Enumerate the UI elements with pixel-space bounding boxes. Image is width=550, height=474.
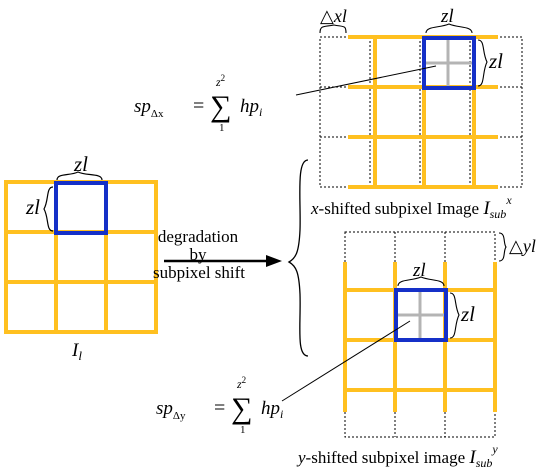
y-zl-top: zl: [412, 260, 426, 281]
y-delta-bracket: [498, 232, 507, 262]
left-highlight-pixel: [54, 181, 108, 235]
arrow-label-line1: degradation: [158, 227, 239, 246]
x-formula-lhs: spΔx: [134, 96, 164, 120]
x-top-brace: [425, 23, 473, 34]
y-zl-side: zl: [460, 302, 475, 326]
x-formula: spΔx = ∑ z2 1 hpi: [134, 73, 262, 134]
left-image-label: Il: [71, 340, 82, 363]
y-side-brace: [449, 292, 460, 339]
x-formula-sigma: ∑: [210, 90, 231, 123]
x-pointer-line: [295, 65, 437, 96]
left-top-brace: [56, 171, 103, 181]
x-zl-side: zl: [488, 49, 503, 73]
big-brace: [287, 159, 309, 357]
x-formula-term: hpi: [240, 96, 262, 119]
y-formula-lhs: spΔy: [156, 398, 186, 422]
y-formula-equals: =: [214, 397, 225, 419]
y-top-brace: [397, 276, 445, 287]
x-side-brace: [477, 39, 488, 87]
left-grid: [4, 180, 158, 334]
x-highlight-pixel: [422, 36, 476, 90]
y-delta-label: △yl: [509, 236, 536, 256]
arrow-label-line2: by: [190, 245, 208, 264]
x-shift-grid: [319, 35, 523, 189]
y-formula-sigma: ∑: [231, 392, 252, 425]
y-formula: spΔy = ∑ z2 1 hpi: [156, 375, 283, 436]
x-delta-bracket: [319, 24, 347, 34]
y-formula-term: hpi: [261, 398, 283, 421]
y-highlight-pixel: [394, 288, 448, 342]
x-formula-upper: z2: [215, 73, 225, 89]
x-caption: x-shifted subpixel Image Isubx: [310, 193, 512, 221]
left-zl-side: zl: [25, 195, 40, 219]
x-zl-top: zl: [440, 6, 454, 27]
y-pointer-line: [281, 320, 411, 402]
x-delta-label: △xl: [320, 6, 347, 26]
y-formula-upper: z2: [236, 375, 246, 391]
y-formula-lower: 1: [240, 424, 246, 436]
x-formula-lower: 1: [219, 122, 225, 134]
arrow-label-line3: subpixel shift: [153, 263, 245, 282]
x-formula-equals: =: [193, 95, 204, 117]
left-side-brace: [43, 186, 54, 232]
left-zl-top: zl: [73, 152, 88, 176]
y-caption: y-shifted subpixel image Isuby: [296, 442, 498, 470]
y-shift-grid: [343, 231, 497, 438]
arrow-head: [266, 255, 282, 267]
